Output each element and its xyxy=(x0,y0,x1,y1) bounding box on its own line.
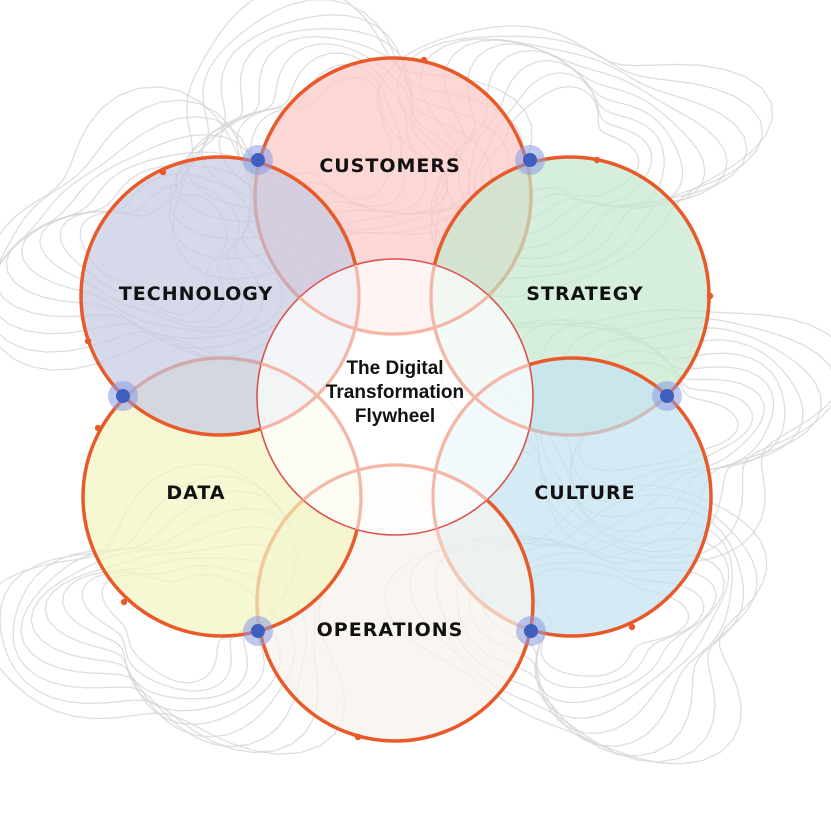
petal-label-strategy: STRATEGY xyxy=(526,283,643,305)
center-overlap-arcs xyxy=(257,259,533,535)
node-data-technology xyxy=(108,381,138,411)
overlap-arc xyxy=(257,463,533,535)
ring-dot xyxy=(706,292,714,300)
center-hub-circle xyxy=(256,258,534,536)
petal-label-technology: TECHNOLOGY xyxy=(119,283,273,305)
ring-dots xyxy=(84,56,714,741)
center-title-line-1: The Digital xyxy=(346,358,443,379)
node-customers-strategy xyxy=(515,145,545,175)
center-title-line-2: Transformation xyxy=(326,382,464,403)
ring-dot xyxy=(354,733,362,741)
ring-dot xyxy=(420,56,428,64)
node-operations-data xyxy=(243,616,273,646)
ring-dot xyxy=(94,424,102,432)
ring-dot xyxy=(120,598,128,606)
petal-label-customers: CUSTOMERS xyxy=(319,155,460,177)
node-strategy-culture xyxy=(652,381,682,411)
overlap-arc xyxy=(429,259,533,437)
ring-dot xyxy=(159,168,167,176)
ring-dot xyxy=(84,337,92,345)
node-customers-technology xyxy=(243,145,273,175)
petal-label-culture: CULTURE xyxy=(534,482,635,504)
petal-label-operations: OPERATIONS xyxy=(317,619,464,641)
overlap-arc xyxy=(257,259,533,336)
center-title-line-3: Flywheel xyxy=(355,406,435,427)
overlap-arc xyxy=(257,259,361,437)
overlap-arc xyxy=(431,356,533,535)
ring-dot xyxy=(593,156,601,164)
node-culture-operations xyxy=(516,616,546,646)
petal-label-data: DATA xyxy=(166,482,225,504)
overlap-arc xyxy=(257,356,363,535)
ring-dot xyxy=(628,623,636,631)
connector-nodes xyxy=(108,145,682,646)
